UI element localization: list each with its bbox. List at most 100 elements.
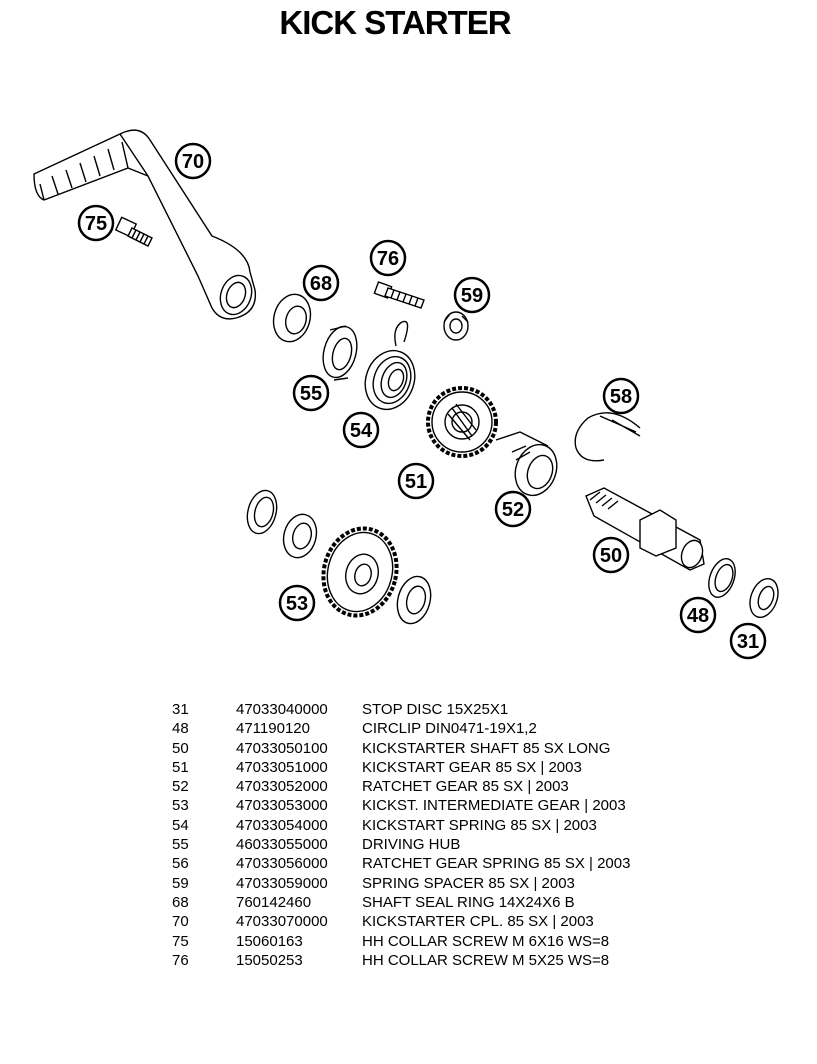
circlip-part bbox=[708, 558, 736, 598]
part-number: 15050253 bbox=[236, 951, 303, 969]
kickstart-gear-part bbox=[426, 386, 498, 458]
part-description: HH COLLAR SCREW M 6X16 WS=8 bbox=[362, 932, 610, 950]
part-description: KICKSTARTER CPL. 85 SX | 2003 bbox=[362, 913, 594, 931]
part-position: 31 bbox=[172, 701, 189, 718]
part-number: 47033054000 bbox=[236, 816, 328, 834]
part-position: 76 bbox=[172, 951, 189, 969]
collar-screw-m5-part bbox=[373, 281, 425, 309]
callout-48: 48 bbox=[679, 596, 717, 634]
ratchet-gear-spring-part bbox=[574, 412, 641, 462]
part-number: 15060163 bbox=[236, 932, 303, 950]
callout-59: 59 bbox=[453, 276, 491, 314]
svg-text:31: 31 bbox=[737, 631, 759, 653]
part-position: 70 bbox=[172, 913, 189, 931]
svg-text:55: 55 bbox=[300, 383, 322, 405]
kickstarter-shaft-part bbox=[585, 487, 705, 571]
parts-row: 75 15060163 HH COLLAR SCREW M 6X16 WS=8 bbox=[172, 932, 630, 951]
kickstart-spring-part bbox=[364, 320, 416, 411]
svg-text:59: 59 bbox=[461, 285, 483, 307]
callout-31: 31 bbox=[729, 622, 767, 660]
callout-50: 50 bbox=[592, 536, 630, 574]
part-description: KICKSTARTER SHAFT 85 SX LONG bbox=[362, 739, 611, 757]
parts-row: 59 47033059000 SPRING SPACER 85 SX | 2003 bbox=[172, 874, 630, 893]
parts-row: 52 47033052000 RATCHET GEAR 85 SX | 2003 bbox=[172, 777, 630, 796]
svg-text:54: 54 bbox=[350, 420, 373, 442]
callout-52: 52 bbox=[494, 490, 532, 528]
page-title: KICK STARTER bbox=[279, 4, 511, 41]
part-number: 47033053000 bbox=[236, 797, 328, 815]
callout-51: 51 bbox=[397, 462, 435, 500]
part-number: 47033050100 bbox=[236, 739, 328, 757]
parts-row: 56 47033056000 RATCHET GEAR SPRING 85 SX |… bbox=[172, 854, 630, 873]
callout-68: 68 bbox=[302, 264, 340, 302]
stop-disc-part bbox=[749, 577, 779, 619]
part-position: 55 bbox=[172, 836, 189, 854]
callout-55: 55 bbox=[292, 374, 330, 412]
intermediate-gear-group-part bbox=[246, 489, 432, 625]
part-description: RATCHET GEAR 85 SX | 2003 bbox=[362, 778, 569, 796]
svg-text:70: 70 bbox=[182, 151, 204, 173]
part-number: 47033051000 bbox=[236, 758, 328, 776]
parts-row: 76 15050253 HH COLLAR SCREW M 5X25 WS=8 bbox=[172, 951, 630, 970]
part-description: HH COLLAR SCREW M 5X25 WS=8 bbox=[362, 951, 610, 969]
parts-list-table: 31 47033040000 STOP DISC 15X25X1 48 47119012… bbox=[172, 700, 630, 970]
parts-row: 50 47033050100 KICKSTARTER SHAFT 85 SX LON… bbox=[172, 739, 630, 758]
parts-row: 51 47033051000 KICKSTART GEAR 85 SX | 2003 bbox=[172, 758, 630, 777]
part-number: 47033052000 bbox=[236, 778, 328, 796]
parts-row: 68 760142460 SHAFT SEAL RING 14X24X6 B bbox=[172, 893, 630, 912]
part-position: 51 bbox=[172, 758, 189, 776]
part-description: RATCHET GEAR SPRING 85 SX | 2003 bbox=[362, 855, 631, 873]
parts-row: 53 47033053000 KICKST. INTERMEDIATE GEAR |… bbox=[172, 796, 630, 815]
parts-row: 70 47033070000 KICKSTARTER CPL. 85 SX | 20… bbox=[172, 912, 630, 931]
part-position: 48 bbox=[172, 720, 189, 738]
svg-text:48: 48 bbox=[687, 605, 709, 627]
ratchet-gear-part bbox=[495, 431, 558, 497]
part-number: 47033059000 bbox=[236, 874, 328, 892]
callout-75: 75 bbox=[77, 204, 115, 242]
part-description: STOP DISC 15X25X1 bbox=[362, 701, 509, 718]
part-position: 68 bbox=[172, 893, 189, 911]
callout-53: 53 bbox=[278, 584, 316, 622]
part-position: 50 bbox=[172, 739, 189, 757]
parts-row: 31 47033040000 STOP DISC 15X25X1 bbox=[172, 700, 630, 719]
part-number: 471190120 bbox=[236, 720, 310, 738]
kickstarter-lever-part bbox=[33, 129, 257, 320]
callout-76: 76 bbox=[369, 239, 407, 277]
parts-row: 54 47033054000 KICKSTART SPRING 85 SX | 20… bbox=[172, 816, 630, 835]
exploded-parts-diagram: 70 75 76 68 59 55 54 58 51 52 50 53 48 3… bbox=[33, 129, 779, 660]
svg-text:53: 53 bbox=[286, 593, 308, 615]
svg-text:68: 68 bbox=[310, 273, 332, 295]
part-number: 47033056000 bbox=[236, 855, 328, 873]
svg-text:75: 75 bbox=[85, 213, 107, 235]
part-description: CIRCLIP DIN0471-19X1,2 bbox=[362, 720, 537, 738]
parts-row: 55 46033055000 DRIVING HUB bbox=[172, 835, 630, 854]
svg-text:52: 52 bbox=[502, 499, 524, 521]
part-number: 760142460 bbox=[236, 893, 312, 911]
shaft-seal-ring-part bbox=[272, 293, 312, 343]
callout-58: 58 bbox=[602, 377, 640, 415]
spring-spacer-part bbox=[443, 311, 469, 341]
part-number: 47033070000 bbox=[236, 913, 328, 931]
svg-text:58: 58 bbox=[610, 386, 632, 408]
part-description: KICKSTART GEAR 85 SX | 2003 bbox=[362, 758, 582, 776]
part-description: KICKSTART SPRING 85 SX | 2003 bbox=[362, 816, 597, 834]
part-position: 56 bbox=[172, 855, 189, 873]
driving-hub-part bbox=[322, 325, 358, 381]
svg-text:50: 50 bbox=[600, 545, 622, 567]
part-position: 52 bbox=[172, 778, 189, 796]
parts-row: 48 471190120 CIRCLIP DIN0471-19X1,2 bbox=[172, 719, 630, 738]
part-description: SPRING SPACER 85 SX | 2003 bbox=[362, 874, 575, 892]
collar-screw-m6-part bbox=[114, 216, 153, 247]
svg-text:51: 51 bbox=[405, 471, 427, 493]
part-position: 59 bbox=[172, 874, 189, 892]
callout-70: 70 bbox=[174, 142, 212, 180]
part-position: 75 bbox=[172, 932, 189, 950]
part-number: 47033040000 bbox=[236, 701, 328, 718]
part-position: 53 bbox=[172, 797, 189, 815]
part-position: 54 bbox=[172, 816, 189, 834]
callout-54: 54 bbox=[342, 411, 380, 449]
part-description: SHAFT SEAL RING 14X24X6 B bbox=[362, 893, 575, 911]
part-number: 46033055000 bbox=[236, 836, 328, 854]
part-description: KICKST. INTERMEDIATE GEAR | 2003 bbox=[362, 797, 626, 815]
part-description: DRIVING HUB bbox=[362, 836, 461, 854]
